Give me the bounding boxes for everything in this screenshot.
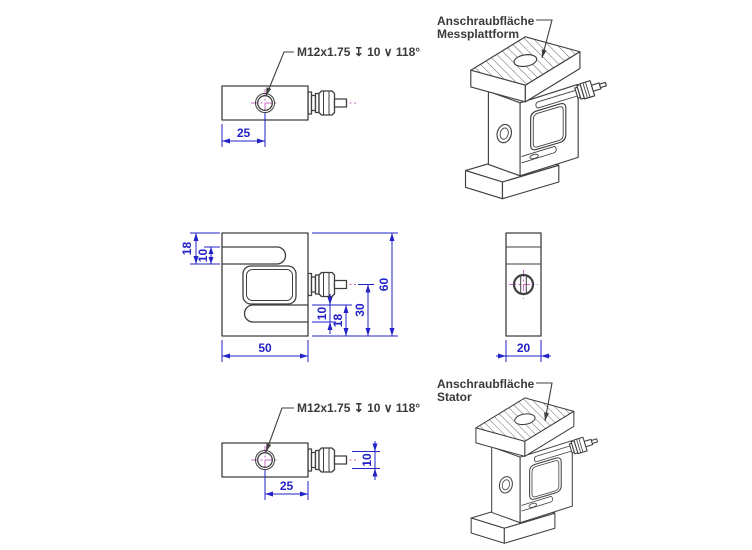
dim-25: 25 (280, 479, 294, 493)
callout-leader (265, 51, 294, 97)
thread-hole-inner (257, 95, 273, 111)
thread-hole-outer (255, 93, 275, 113)
dim-arrow (389, 233, 395, 241)
center-window-outer (242, 265, 297, 305)
center-window-inner (246, 269, 293, 301)
dim-arrow (300, 491, 308, 497)
iso-view-stator: Anschraubfläche Stator (437, 377, 600, 544)
iso-label-leader-arrow (544, 412, 549, 421)
thread-hole-inner (257, 452, 273, 468)
dim-arrow (193, 233, 199, 241)
iso-load-cell (470, 397, 600, 544)
thread-callout: M12x1.75 ↧ 10 ∨ 118° (297, 45, 420, 59)
iso-load-cell (464, 36, 609, 200)
dim-arrow (257, 138, 265, 144)
dim-arrow (343, 328, 349, 336)
dim-20: 20 (517, 341, 531, 355)
dim-arrow (327, 322, 333, 330)
callout-leader-arrow (266, 443, 272, 452)
dim-arrow (222, 138, 230, 144)
top-view: M12x1.75 ↧ 10 ∨ 118° 25 (221, 45, 420, 147)
iso-view-messplattform: Anschraubfläche Messplattform (437, 14, 609, 200)
dim-10-connector: 10 (360, 453, 374, 467)
dim-arrow (372, 468, 378, 477)
dim-18-right: 18 (331, 314, 345, 328)
dim-60: 60 (377, 278, 391, 292)
iso-label-line1: Anschraubfläche (437, 14, 535, 28)
bottom-view: M12x1.75 ↧ 10 ∨ 118° 25 10 (221, 401, 420, 500)
side-thread-hole (512, 273, 535, 296)
dim-arrow (327, 297, 333, 305)
thread-hole-outer (255, 450, 275, 470)
dim-25: 25 (237, 126, 251, 140)
lower-slot (243, 304, 309, 323)
dim-arrow (208, 247, 214, 254)
side-view: 20 (496, 232, 551, 362)
iso-label-leader (536, 19, 553, 59)
dim-arrow (389, 328, 395, 336)
dim-arrow (541, 353, 549, 359)
dim-10-right: 10 (315, 307, 329, 321)
callout-leader-arrow (266, 87, 272, 96)
dim-10-left: 10 (196, 249, 210, 263)
iso-label-leader (536, 382, 553, 422)
dim-arrow (372, 443, 378, 452)
dim-arrow (208, 257, 214, 264)
iso-label-line2: Stator (437, 390, 472, 404)
iso-label-line1: Anschraubfläche (437, 377, 535, 391)
dim-18-left: 18 (180, 242, 194, 256)
dim-arrow (365, 328, 371, 336)
dim-arrow (222, 353, 230, 359)
iso-label-leader-arrow (541, 49, 547, 58)
dim-arrow (265, 491, 273, 497)
dim-arrow (193, 256, 199, 264)
dim-30: 30 (353, 303, 367, 317)
dim-arrow (300, 353, 308, 359)
dim-50: 50 (258, 341, 272, 355)
front-view: 18 10 50 10 18 30 60 (180, 232, 398, 362)
thread-callout: M12x1.75 ↧ 10 ∨ 118° (297, 401, 420, 415)
dim-arrow (365, 284, 371, 293)
callout-leader (265, 407, 294, 453)
front-view-body (221, 232, 309, 337)
iso-label-line2: Messplattform (437, 27, 519, 41)
dim-arrow (498, 353, 506, 359)
upper-slot (221, 246, 287, 265)
dim-arrow (343, 305, 349, 313)
